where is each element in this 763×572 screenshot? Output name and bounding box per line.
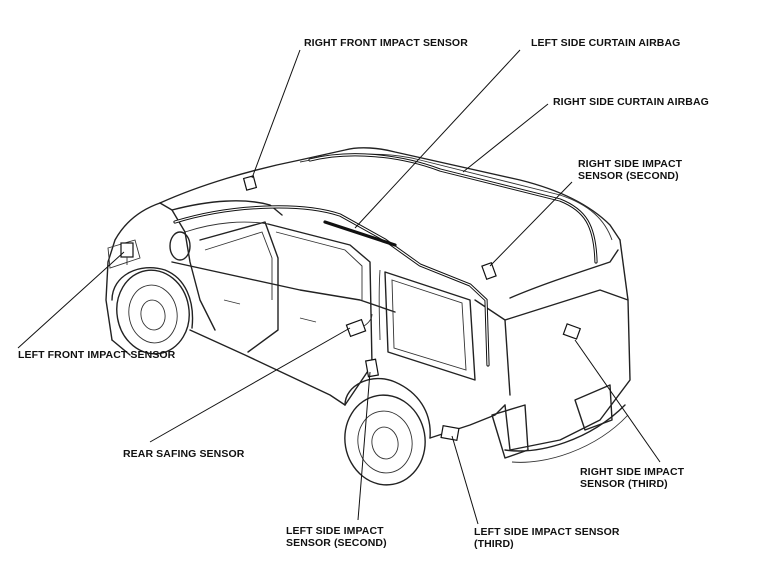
label-line: SENSOR (SECOND)	[286, 537, 387, 549]
curtain-airbag-harness	[173, 153, 598, 367]
label-right-side-impact-sensor-second: RIGHT SIDE IMPACT SENSOR (SECOND)	[578, 158, 682, 182]
label-right-side-impact-sensor-third: RIGHT SIDE IMPACT SENSOR (THIRD)	[580, 466, 684, 490]
sensor-right-front	[242, 175, 258, 191]
sensor-left-side-second	[364, 358, 380, 378]
sensor-left-front	[120, 242, 134, 265]
label-left-side-impact-sensor-second: LEFT SIDE IMPACT SENSOR (SECOND)	[286, 525, 387, 549]
label-line: LEFT SIDE IMPACT SENSOR	[474, 526, 620, 538]
label-right-front-impact-sensor-text: RIGHT FRONT IMPACT SENSOR	[304, 37, 468, 49]
label-line: LEFT SIDE IMPACT	[286, 525, 384, 537]
label-left-side-curtain-airbag-text: LEFT SIDE CURTAIN AIRBAG	[531, 37, 681, 49]
label-left-front-impact-sensor: LEFT FRONT IMPACT SENSOR	[18, 349, 175, 361]
label-left-side-impact-sensor-third: LEFT SIDE IMPACT SENSOR (THIRD)	[474, 526, 620, 550]
sensor-right-side-third	[562, 323, 582, 340]
label-rear-safing-sensor-text: REAR SAFING SENSOR	[123, 448, 245, 460]
label-left-side-curtain-airbag: LEFT SIDE CURTAIN AIRBAG	[531, 37, 680, 49]
label-right-front-impact-sensor: RIGHT FRONT IMPACT SENSOR	[304, 37, 468, 49]
label-line: SENSOR (THIRD)	[580, 478, 668, 490]
label-line: RIGHT SIDE IMPACT	[580, 466, 685, 478]
leader-lines	[17, 49, 661, 525]
sensor-left-side-third	[440, 425, 460, 441]
label-left-front-impact-sensor-text: LEFT FRONT IMPACT SENSOR	[18, 349, 176, 361]
label-line: SENSOR (SECOND)	[578, 170, 679, 182]
label-right-side-curtain-airbag: RIGHT SIDE CURTAIN AIRBAG	[553, 96, 709, 108]
label-line: RIGHT SIDE IMPACT	[578, 158, 683, 170]
sensor-right-side-second	[481, 261, 497, 281]
vehicle-body	[105, 147, 631, 486]
sensor-rear-safing	[345, 313, 373, 338]
label-line: (THIRD)	[474, 538, 514, 550]
label-rear-safing-sensor: REAR SAFING SENSOR	[123, 448, 244, 460]
label-right-side-curtain-airbag-text: RIGHT SIDE CURTAIN AIRBAG	[553, 96, 709, 108]
